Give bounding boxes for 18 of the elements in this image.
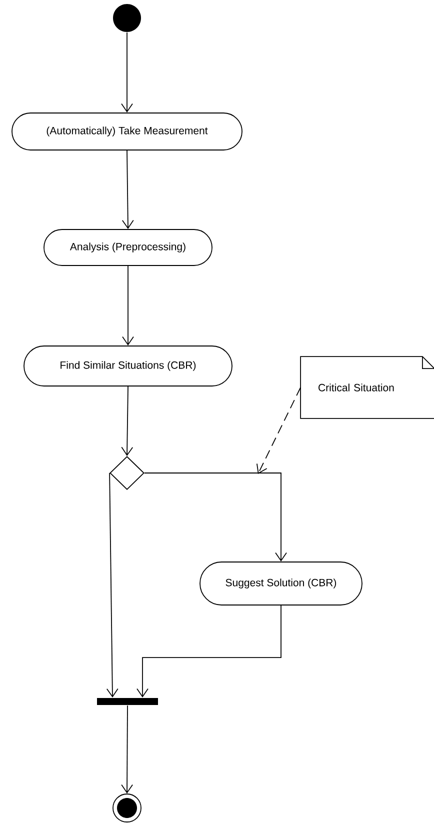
action-box: (Automatically) Take Measurement: [12, 112, 242, 150]
arrow: [121, 705, 133, 794]
arrow: [106, 472, 118, 698]
arrow: [144, 472, 287, 562]
arrow: [121, 386, 134, 456]
final-node: [112, 794, 142, 822]
note-box: Critical Situation: [300, 356, 434, 419]
action-box: Find Similar Situations (CBR): [24, 346, 232, 386]
join-bar: [97, 698, 158, 705]
leader-line: [256, 387, 301, 474]
arrow: [122, 266, 134, 346]
action-box: Analysis (Preprocessing): [44, 229, 212, 266]
arrow: [122, 150, 134, 230]
arrow: [121, 32, 133, 113]
decision-diamond: [110, 456, 144, 490]
arrow: [136, 605, 282, 698]
start-node: [113, 4, 141, 32]
action-box: Suggest Solution (CBR): [200, 562, 362, 606]
